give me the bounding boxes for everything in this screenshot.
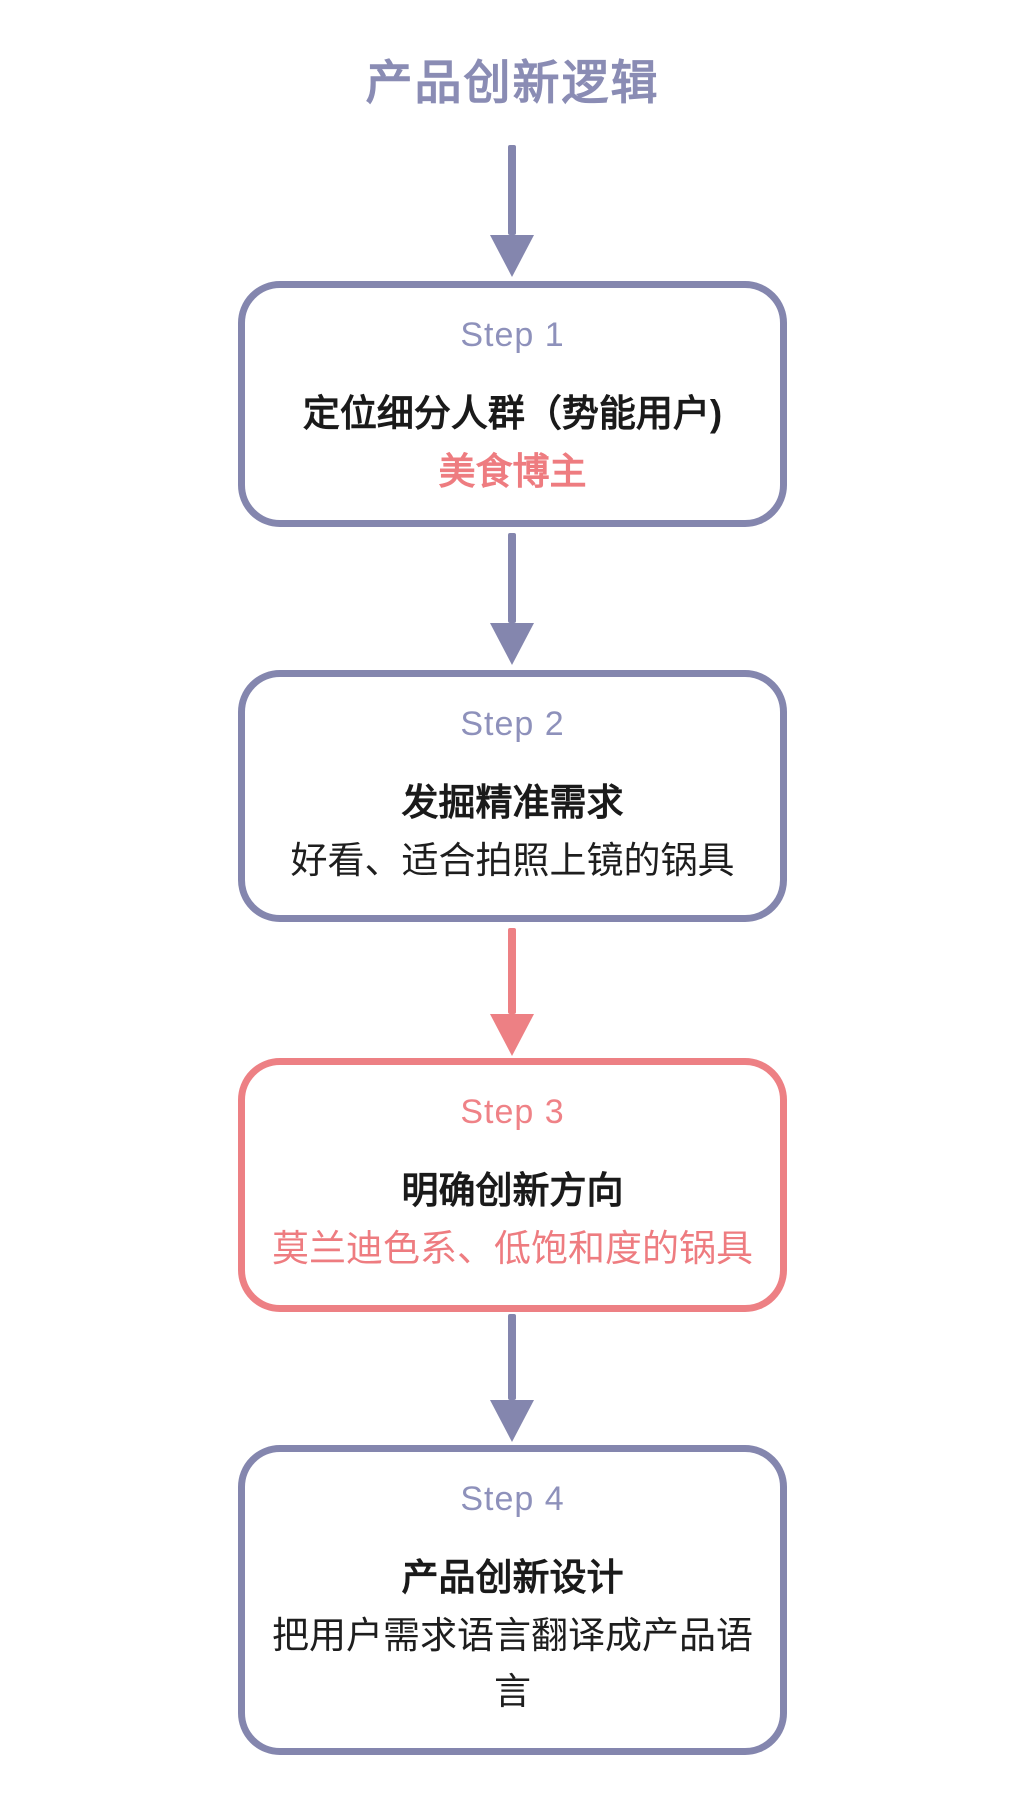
step-3-box: Step 3 明确创新方向 莫兰迪色系、低饱和度的锅具 xyxy=(238,1058,787,1312)
arrow-down-icon xyxy=(490,145,534,277)
arrow-shaft xyxy=(508,533,516,623)
step-2-label: Step 2 xyxy=(460,705,565,743)
step-1-label: Step 1 xyxy=(460,316,565,354)
step-1-detail: 美食博主 xyxy=(438,451,587,492)
step-2-box: Step 2 发掘精准需求 好看、适合拍照上镜的锅具 xyxy=(238,670,787,922)
step-2-heading: 发掘精准需求 xyxy=(401,782,624,823)
arrow-down-icon xyxy=(490,533,534,665)
arrow-head xyxy=(490,235,534,277)
arrow-shaft xyxy=(508,928,516,1014)
step-3-label: Step 3 xyxy=(460,1093,565,1131)
arrow-head xyxy=(490,623,534,665)
step-1-box: Step 1 定位细分人群（势能用户) 美食博主 xyxy=(238,281,787,527)
step-1-heading: 定位细分人群（势能用户) xyxy=(302,393,723,434)
step-3-heading: 明确创新方向 xyxy=(401,1170,624,1211)
step-4-box: Step 4 产品创新设计 把用户需求语言翻译成产品语言 xyxy=(238,1445,787,1755)
step-3-detail: 莫兰迪色系、低饱和度的锅具 xyxy=(272,1228,753,1269)
arrow-down-icon xyxy=(490,1314,534,1442)
arrow-shaft xyxy=(508,145,516,235)
flowchart-title: 产品创新逻辑 xyxy=(365,56,660,109)
arrow-shaft xyxy=(508,1314,516,1400)
arrow-head xyxy=(490,1014,534,1056)
step-2-detail: 好看、适合拍照上镜的锅具 xyxy=(290,840,735,881)
arrow-down-icon xyxy=(490,928,534,1056)
step-4-label: Step 4 xyxy=(460,1480,565,1518)
step-4-heading: 产品创新设计 xyxy=(401,1557,624,1598)
step-4-detail: 把用户需求语言翻译成产品语言 xyxy=(272,1615,753,1712)
arrow-head xyxy=(490,1400,534,1442)
